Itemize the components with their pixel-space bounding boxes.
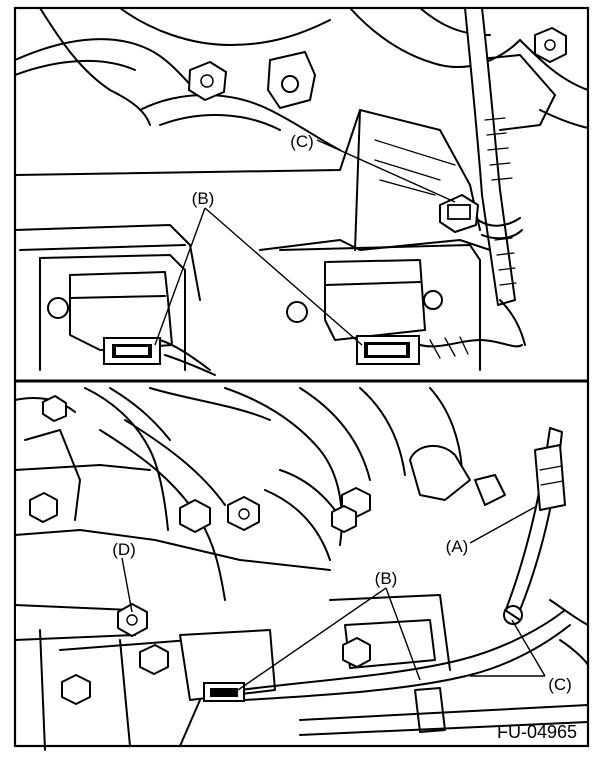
bottom-panel-leaders	[121, 506, 546, 691]
bottom-panel-drawing	[14, 387, 589, 751]
figure-code: FU-04965	[497, 722, 577, 742]
top-panel-leaders	[154, 139, 456, 346]
label-c-bottom: (C)	[548, 675, 572, 694]
label-b-top: (B)	[192, 189, 215, 208]
label-d-bottom: (D)	[112, 540, 136, 559]
top-panel-drawing	[14, 7, 589, 376]
label-c-top: (C)	[290, 132, 314, 151]
label-a-bottom: (A)	[446, 537, 469, 556]
label-b-bottom: (B)	[375, 569, 398, 588]
